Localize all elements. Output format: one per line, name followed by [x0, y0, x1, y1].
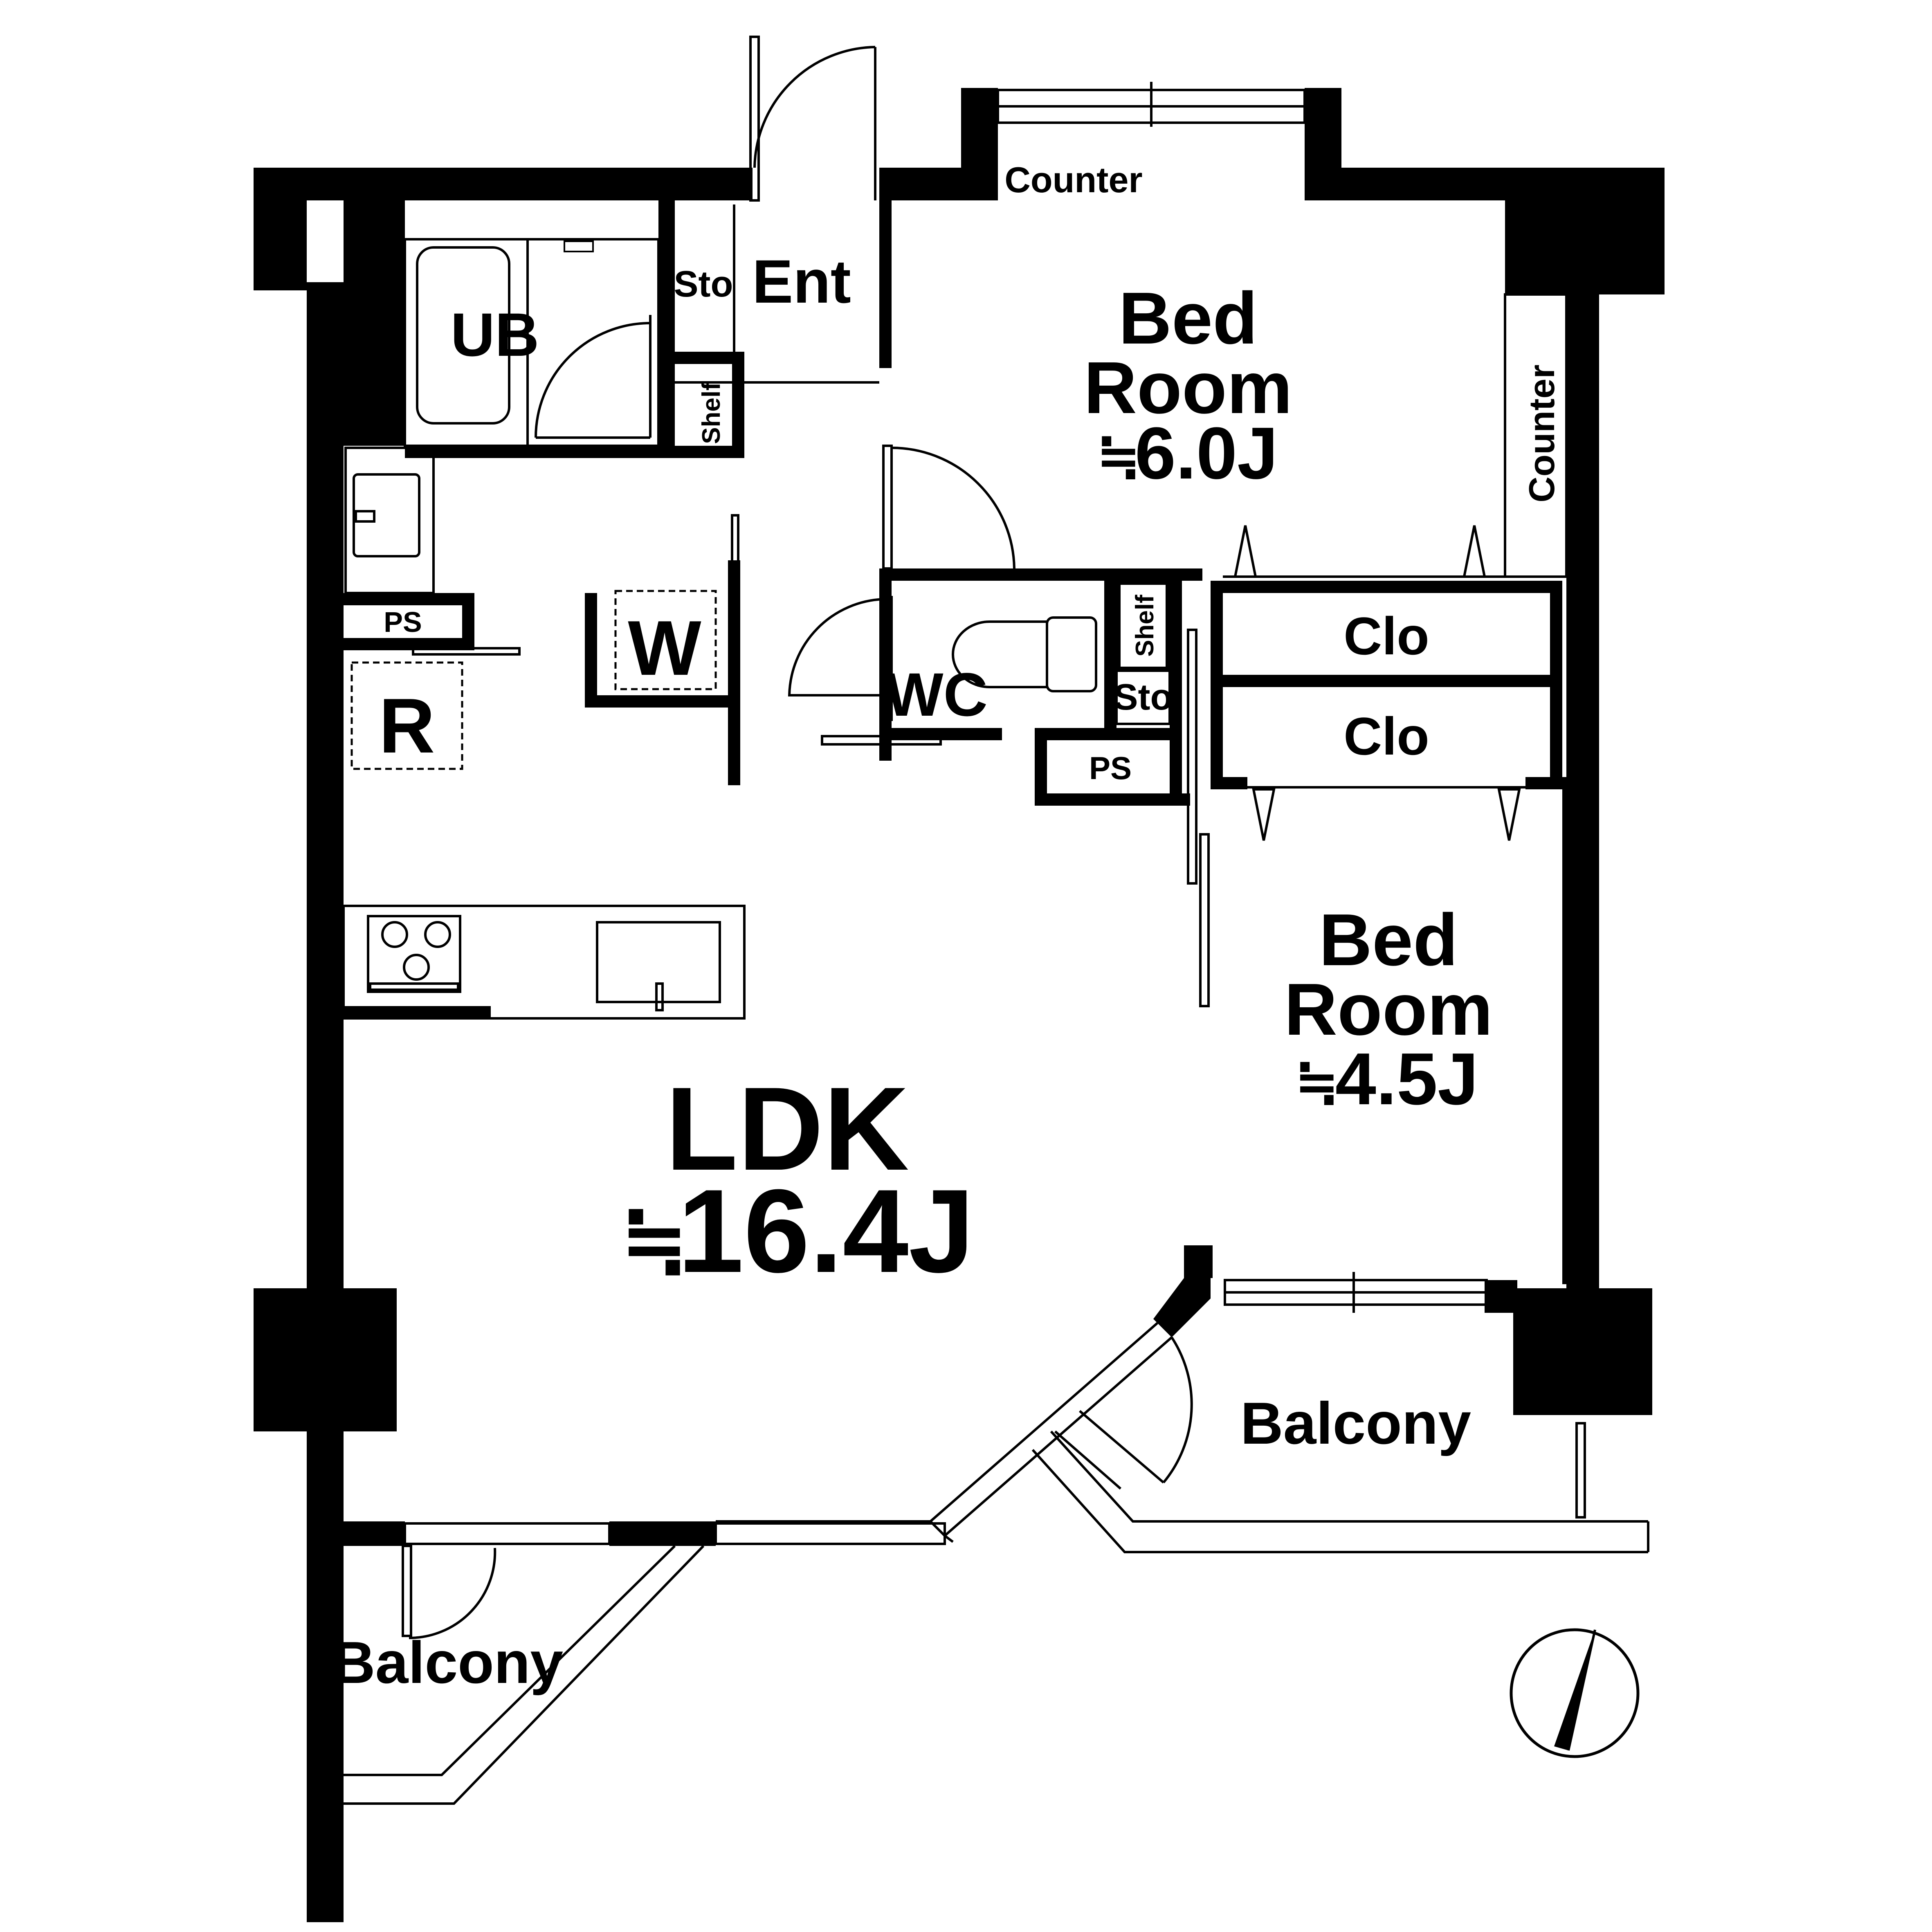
entrance-door[interactable]: [749, 36, 876, 202]
balcony-left-label: Balcony: [332, 1629, 563, 1696]
windows: [404, 82, 1586, 1545]
ub-label: UB: [451, 300, 539, 369]
svg-text:≒: ≒: [620, 1194, 689, 1285]
ent-label: Ent: [752, 247, 851, 316]
svg-text:Bed: Bed: [1119, 277, 1258, 359]
washer-label: W: [628, 605, 701, 692]
exterior-walls: [254, 88, 1665, 1922]
bedroom-2-closet-markers: [1247, 786, 1525, 841]
kitchen-counter: [342, 905, 746, 1020]
svg-text:LDK: LDK: [665, 1063, 909, 1195]
closet-upper-label: Clo: [1343, 606, 1429, 666]
sto-wc-label: Sto: [1114, 677, 1173, 718]
ldk-label: LDK ≒ 16.4J: [620, 1063, 975, 1297]
wc-door[interactable]: [788, 596, 942, 746]
ps-left-label: PS: [384, 606, 422, 638]
interior-walls: [344, 168, 1575, 1284]
closet-lower-label: Clo: [1343, 706, 1429, 766]
north-arrow-icon: [1510, 1628, 1640, 1758]
bedroom-1-closet-markers: [1223, 525, 1505, 578]
washer-space: [614, 590, 717, 690]
shelf-wc-label: Shelf: [1131, 595, 1159, 657]
svg-text:4.5J: 4.5J: [1335, 1038, 1478, 1120]
bedroom-1-door[interactable]: [882, 445, 1015, 570]
left-balcony: [344, 1545, 705, 1805]
refrigerator-label: R: [379, 683, 435, 769]
bedroom-2-label: Bed Room ≒ 4.5J: [1284, 899, 1493, 1120]
bedroom-2-sliding-door[interactable]: [1187, 629, 1210, 1007]
angled-window-wall: [716, 1278, 1211, 1543]
balcony-right-label: Balcony: [1240, 1390, 1471, 1456]
counter-side-label: Counter: [1521, 364, 1562, 502]
toilet: [892, 581, 1171, 728]
svg-text:6.0J: 6.0J: [1135, 412, 1278, 494]
svg-text:≒: ≒: [1096, 426, 1141, 486]
sto-entrance-label: Sto: [674, 264, 733, 305]
refrigerator-space: [350, 661, 463, 770]
ps-mid-label: PS: [1089, 750, 1132, 786]
shelf-ub-label: Shelf: [697, 382, 726, 444]
svg-text:≒: ≒: [1295, 1052, 1339, 1112]
svg-text:Room: Room: [1084, 347, 1292, 429]
svg-text:16.4J: 16.4J: [678, 1165, 975, 1297]
counter-top-label: Counter: [1004, 160, 1142, 200]
wc-label: WC: [885, 660, 988, 729]
bedroom-1-label: Bed Room ≒ 6.0J: [1084, 277, 1292, 494]
svg-text:Room: Room: [1284, 968, 1493, 1051]
right-balcony-railing: [1031, 1430, 1649, 1553]
svg-text:Bed: Bed: [1319, 899, 1458, 981]
washbasin: [344, 447, 435, 594]
